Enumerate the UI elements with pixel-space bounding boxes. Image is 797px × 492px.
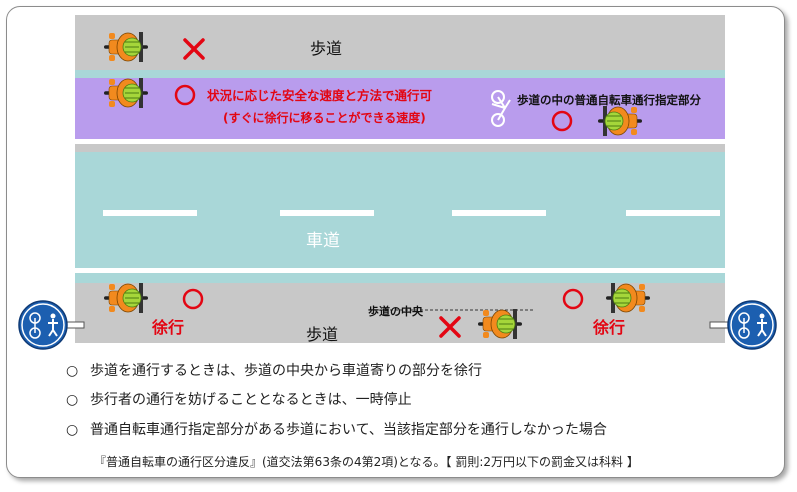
zone-legend-text: 歩道の中の普通自転車通行指定部分: [517, 93, 701, 107]
lane-mark: [626, 210, 720, 216]
rule-text: 歩行者の通行を妨げることとなるときは、一時停止: [90, 392, 412, 408]
lane-mark: [452, 210, 546, 216]
zone-curb: [75, 139, 725, 144]
cyclist-icon: [477, 308, 523, 340]
sidewalk-top-gap: [75, 70, 725, 78]
zone-main-text: 状況に応じた安全な速度と方法で通行可: [207, 88, 433, 103]
permitted-circle-icon: [562, 288, 584, 310]
cyclist-icon: [103, 31, 149, 63]
bicycle-icon: [491, 90, 511, 127]
penalty-footnote: 『普通自転車の通行区分違反』(道交法第63条の4第2項)となる。【 罰則:2万円…: [94, 455, 639, 469]
prohibited-cross-icon: [439, 316, 461, 338]
lane-mark: [280, 210, 374, 216]
sidewalk-top-label: 歩道: [310, 39, 342, 58]
roadway-margin: [75, 273, 725, 283]
rule-marker: ○: [66, 392, 79, 408]
rule-item: ○ 歩行者の通行を妨げることとなるときは、一時停止: [66, 389, 412, 409]
rule-marker: ○: [66, 422, 79, 438]
sidewalk-top: [75, 15, 725, 70]
cyclist-icon: [103, 282, 149, 314]
zone-sub-text: (すぐに徐行に移ることができる速度): [223, 110, 426, 125]
cyclist-icon: [605, 282, 651, 314]
roadway-label: 車道: [306, 231, 340, 251]
rule-item: ○ 普通自転車通行指定部分がある歩道において、当該指定部分を通行しなかった場合: [66, 419, 607, 439]
bicycle-pedestrian-sign-icon: [18, 300, 85, 350]
cyclist-icon: [103, 77, 149, 109]
prohibited-cross-icon: [183, 38, 205, 60]
rule-item: ○ 歩道を通行するときは、歩道の中央から車道寄りの部分を徐行: [66, 360, 482, 380]
rule-marker: ○: [66, 363, 79, 379]
permitted-circle-icon: [174, 84, 196, 106]
slow-right-label: 徐行: [592, 318, 625, 337]
lane-mark: [103, 210, 197, 216]
permitted-circle-icon: [182, 288, 204, 310]
rule-text: 歩道を通行するときは、歩道の中央から車道寄りの部分を徐行: [90, 363, 482, 379]
sidewalk-bottom-label: 歩道: [306, 325, 338, 344]
cyclist-icon: [597, 105, 643, 137]
permitted-circle-icon: [551, 110, 573, 132]
roadway-edge: [75, 268, 725, 273]
zone-curb-gray: [75, 144, 725, 152]
slow-left-label: 徐行: [151, 318, 184, 337]
bicycle-pedestrian-sign-icon: [709, 300, 777, 350]
rule-text: 普通自転車通行指定部分がある歩道において、当該指定部分を通行しなかった場合: [90, 422, 607, 438]
sidewalk-center-label: 歩道の中央: [368, 304, 424, 318]
